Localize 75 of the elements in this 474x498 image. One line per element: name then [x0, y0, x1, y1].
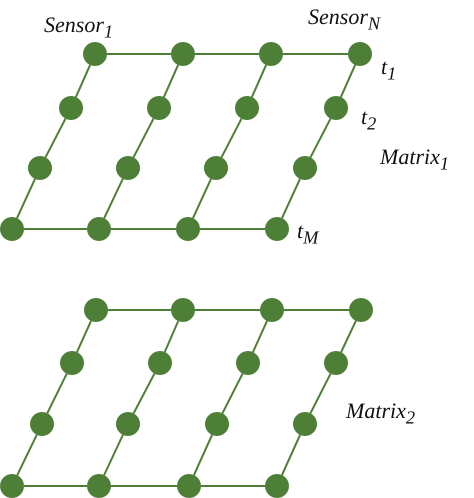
grid-line — [250, 64, 268, 98]
grid-line — [200, 228, 265, 230]
node-dot — [84, 298, 108, 322]
node-dot — [28, 156, 52, 180]
node-dot — [235, 96, 259, 120]
grid-line — [310, 373, 332, 414]
node-dot — [176, 217, 200, 241]
grid-line — [310, 118, 332, 158]
time-step-label: t$_{1}$ — [381, 56, 396, 83]
node-dot — [147, 96, 171, 120]
grid-line — [111, 485, 177, 487]
grid-line — [195, 53, 259, 55]
node-dot — [0, 474, 24, 498]
node-dot — [59, 96, 83, 120]
node-dot — [0, 217, 24, 241]
grid-line — [284, 309, 349, 311]
node-dot — [293, 412, 317, 436]
node-dot — [259, 42, 283, 66]
grid-line — [201, 485, 265, 487]
grid-line — [74, 64, 92, 98]
grid-line — [283, 53, 348, 55]
grid-line — [24, 485, 87, 487]
matrix-label: Matrix$_{2}$ — [346, 400, 416, 427]
grid-line — [340, 320, 357, 353]
grid-line — [340, 64, 356, 98]
time-step-label: t$_{M}$ — [297, 220, 318, 247]
node-dot — [116, 156, 140, 180]
node-dot — [324, 351, 348, 375]
node-dot — [87, 217, 111, 241]
sensor-label: Sensor$_{N}$ — [308, 6, 380, 33]
node-dot — [265, 217, 289, 241]
grid-line — [192, 178, 212, 219]
grid-line — [132, 373, 156, 414]
grid-line — [103, 434, 124, 476]
grid-line — [16, 434, 38, 476]
grid-line — [193, 434, 213, 476]
node-dot — [148, 351, 172, 375]
node-dot — [265, 474, 289, 498]
grid-line — [162, 64, 180, 98]
node-dot — [30, 412, 54, 436]
node-dot — [348, 42, 372, 66]
time-step-label: t$_{2}$ — [361, 106, 376, 133]
node-dot — [260, 298, 284, 322]
grid-line — [195, 309, 260, 311]
grid-line — [281, 434, 301, 476]
node-dot — [60, 351, 84, 375]
node-dot — [177, 474, 201, 498]
grid-line — [111, 228, 176, 230]
sensor-label: Sensor$_{1}$ — [44, 14, 114, 41]
grid-line — [252, 320, 268, 352]
grid-line — [103, 178, 124, 219]
grid-line — [46, 373, 68, 414]
node-dot — [171, 298, 195, 322]
grid-line — [44, 118, 66, 158]
grid-line — [76, 320, 92, 352]
grid-line — [164, 320, 180, 352]
matrix-label: Matrix$_{1}$ — [380, 146, 450, 173]
node-dot — [204, 156, 228, 180]
node-dot — [171, 42, 195, 66]
node-dot — [87, 474, 111, 498]
grid-line — [281, 178, 301, 219]
grid-line — [107, 53, 171, 55]
node-dot — [324, 96, 348, 120]
grid-line — [132, 118, 154, 158]
node-dot — [349, 298, 373, 322]
grid-line — [16, 178, 36, 219]
grid-line — [220, 118, 242, 158]
node-dot — [236, 351, 260, 375]
node-dot — [205, 412, 229, 436]
grid-line — [108, 309, 171, 311]
node-dot — [83, 42, 107, 66]
node-dot — [116, 412, 140, 436]
grid-line — [24, 228, 87, 230]
grid-line — [222, 373, 244, 414]
node-dot — [293, 156, 317, 180]
